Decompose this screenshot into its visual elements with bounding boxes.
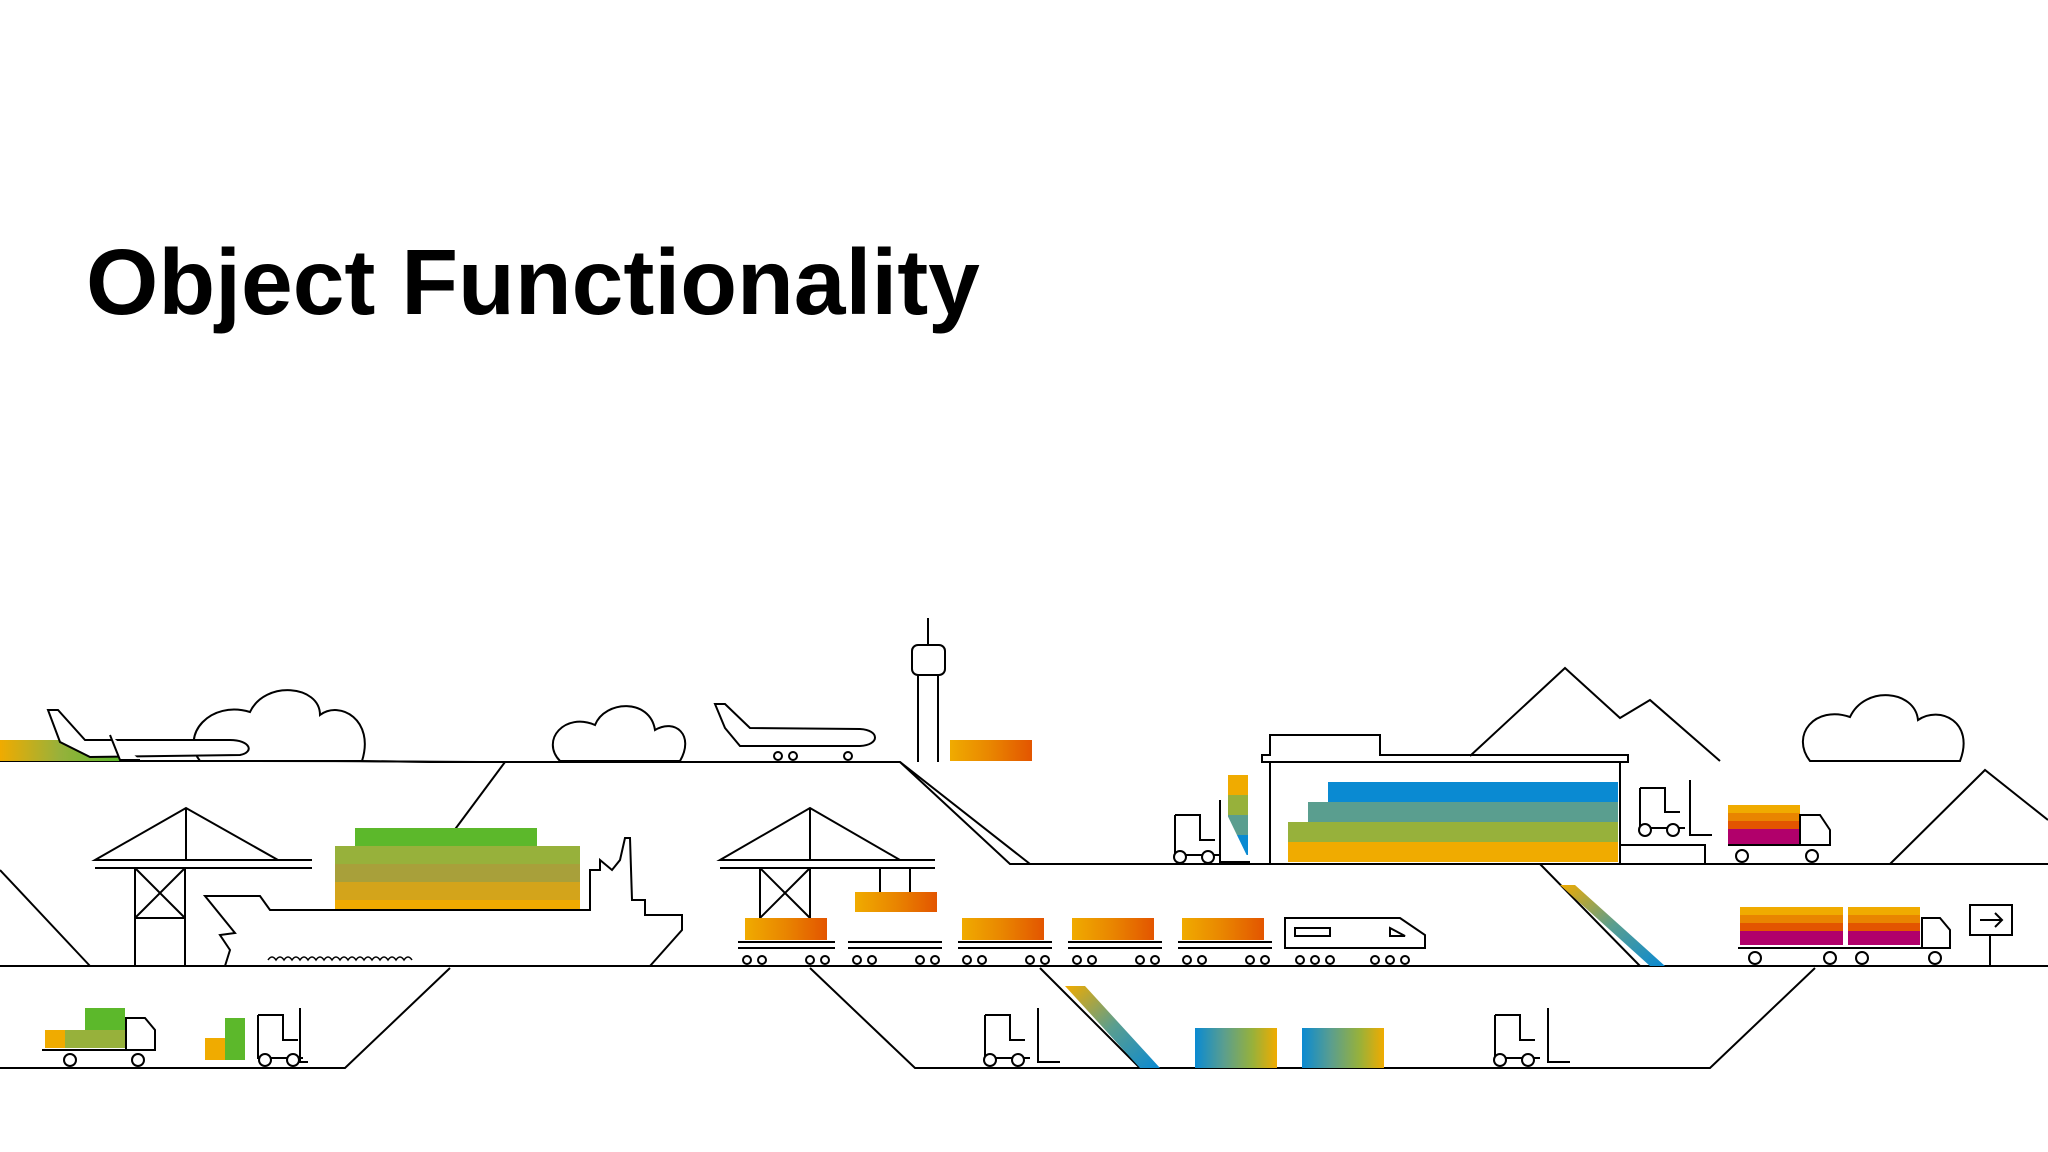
cloud-icon <box>1801 694 1965 762</box>
truck-icon <box>1738 907 1951 965</box>
cargo-block <box>1302 1028 1384 1068</box>
cargo-block <box>950 740 1032 761</box>
train-icon <box>738 917 1426 965</box>
forklift-icon <box>1173 775 1250 864</box>
slide-title: Object Functionality <box>86 230 980 334</box>
airplane-icon <box>46 709 250 761</box>
truck-icon <box>1728 805 1831 863</box>
mountain-icon <box>1469 666 1721 762</box>
mountain-icon <box>1889 768 2048 865</box>
conveyor-ramp <box>1065 986 1160 1068</box>
middle-left-slope <box>0 869 91 967</box>
crane-icon <box>716 806 935 920</box>
forklift-icon <box>1638 780 1712 837</box>
cargo-block <box>855 892 937 912</box>
forklift-icon <box>205 1008 308 1067</box>
cargo-block <box>1195 1028 1277 1068</box>
mountain-icons <box>1469 666 2048 865</box>
cloud-icons <box>192 689 1965 762</box>
truck-icon <box>42 1008 156 1067</box>
logistics-illustration <box>0 618 2048 1069</box>
forklift-icon <box>1493 1008 1570 1067</box>
airplane-icon <box>713 703 876 761</box>
forklift-icon <box>983 1008 1060 1067</box>
conveyor-ramp <box>1560 885 1665 966</box>
warehouse-icon <box>1261 734 1706 864</box>
exit-arrow-icon <box>1969 904 2013 966</box>
cargo-ship-icon <box>202 828 683 967</box>
cloud-icon <box>552 705 687 762</box>
crane-icon <box>91 806 312 966</box>
control-tower-icon <box>911 618 946 762</box>
